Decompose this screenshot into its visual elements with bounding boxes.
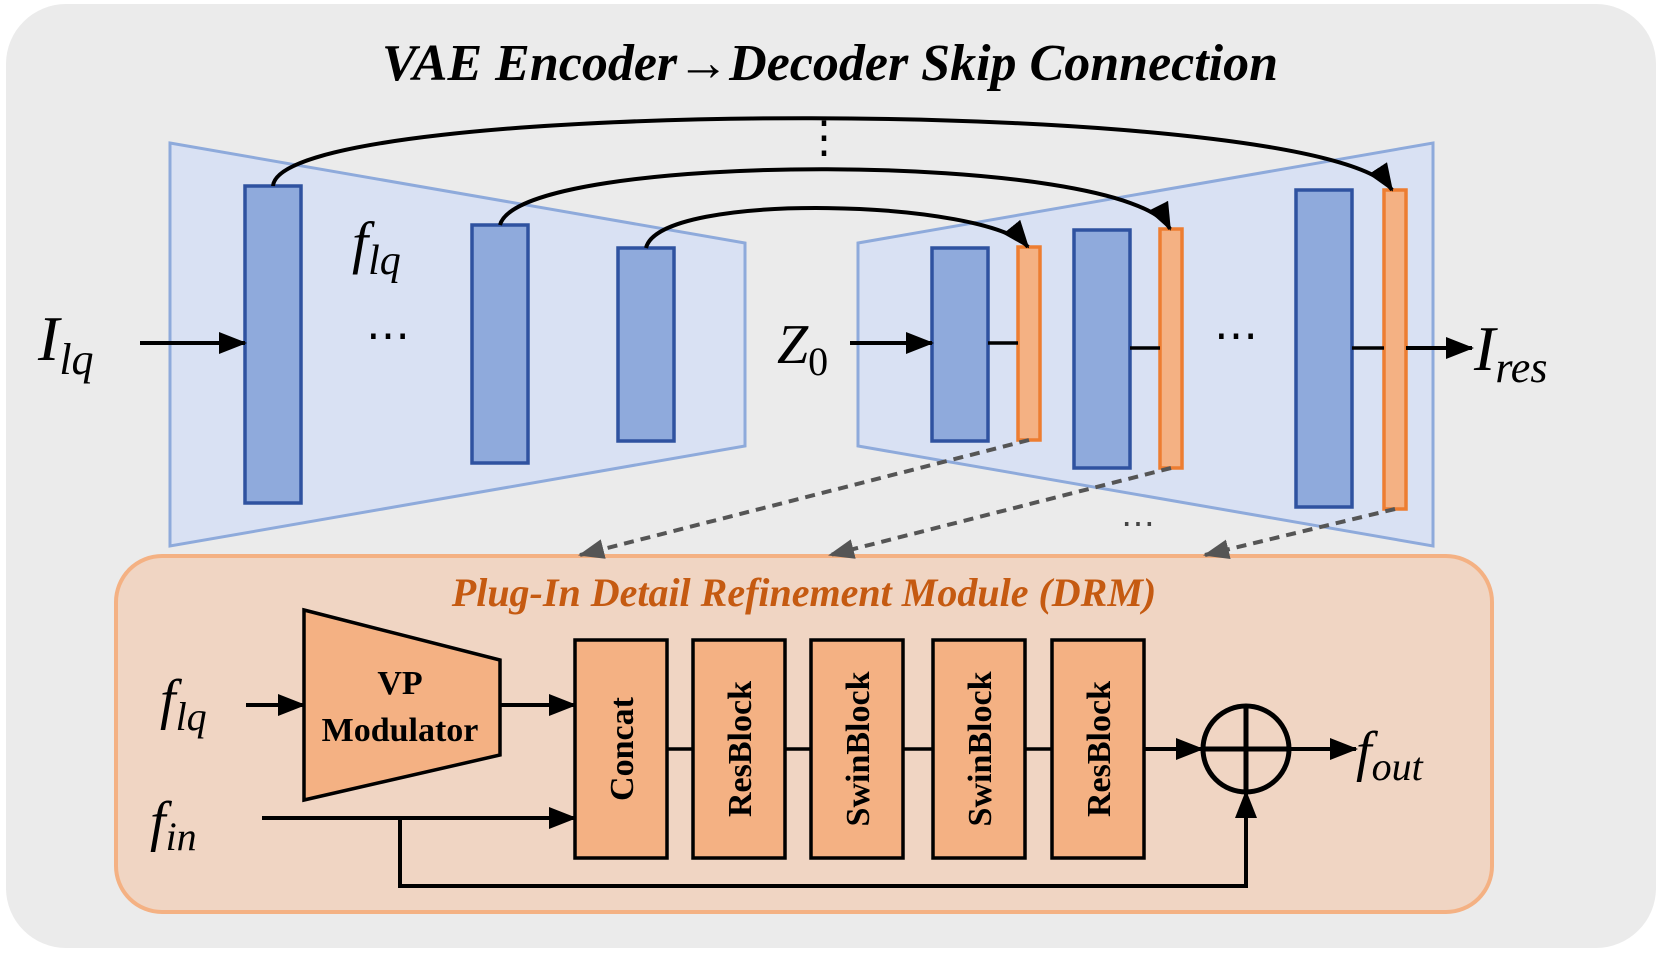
encoder-trapezoid	[168, 141, 747, 548]
swinblock-2-label: SwinBlock	[962, 671, 999, 826]
drm-residual-path	[398, 790, 1257, 888]
decoder-trapezoid	[856, 141, 1435, 548]
skip-arc-inner	[644, 206, 1030, 249]
resblock-1	[691, 638, 787, 860]
decoder-skip-block-1	[1016, 245, 1042, 442]
resblock-1-label: ResBlock	[722, 681, 759, 817]
dashed-arrow-3	[1203, 507, 1396, 560]
decoder-skip-block-2	[1158, 227, 1184, 470]
input-label-ilq: Ilq	[37, 303, 94, 384]
decoder-block-3	[1294, 188, 1354, 509]
output-label-ires: Ires	[1473, 313, 1547, 392]
decoder-block-1	[930, 246, 990, 443]
resblock-2	[1050, 638, 1146, 860]
vp-modulator-label-line2: Modulator	[322, 712, 479, 749]
encoder-block-3	[616, 246, 676, 443]
skip-arc-outer	[271, 116, 1394, 192]
encoder-ellipsis: ⋯	[366, 311, 410, 360]
concat-label: Concat	[604, 696, 641, 801]
swinblock-1-label: SwinBlock	[840, 671, 877, 826]
vp-modulator-block	[302, 607, 502, 803]
feature-label-flq: flq	[352, 210, 401, 284]
vertical-dots: ⋮	[802, 113, 846, 162]
drm-panel	[114, 554, 1494, 914]
decoder-block-2	[1072, 228, 1132, 470]
dashed-ellipsis: ⋯	[1121, 506, 1155, 543]
dashed-arrow-2	[828, 466, 1172, 559]
encoder-block-2	[470, 223, 530, 465]
dashed-arrow-1	[578, 438, 1030, 559]
encoder-block-1	[243, 184, 303, 505]
resblock-2-label: ResBlock	[1081, 681, 1118, 817]
skip-arc-middle	[498, 167, 1172, 231]
top-title: VAE Encoder→Decoder Skip Connection	[382, 35, 1278, 92]
latent-label-z0: Z0	[777, 314, 828, 384]
drm-title: Plug-In Detail Refinement Module (DRM)	[451, 570, 1156, 615]
decoder-skip-block-3	[1382, 188, 1408, 511]
decoder-ellipsis: ⋯	[1214, 311, 1258, 360]
concat-block	[573, 638, 669, 860]
vp-modulator-label-line1: VP	[377, 665, 422, 702]
